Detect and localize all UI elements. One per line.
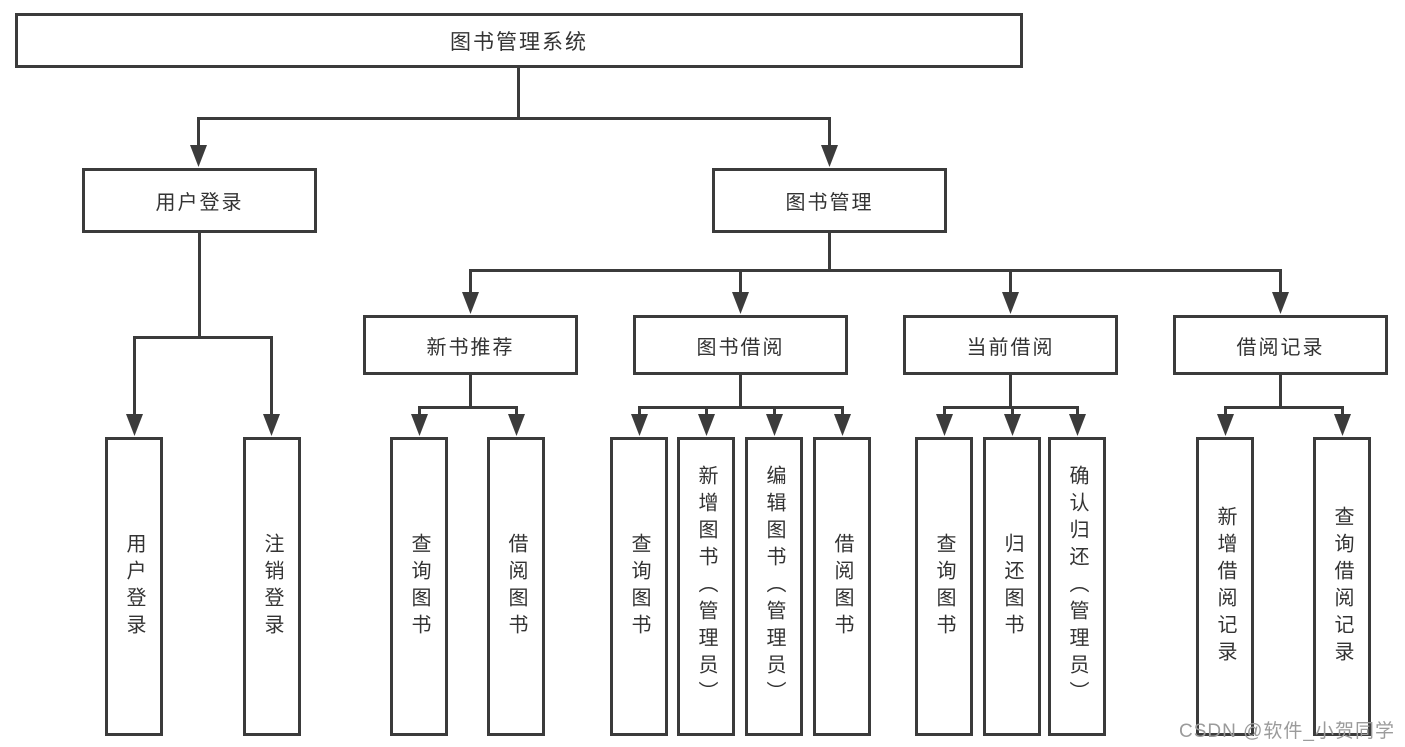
- leaf-current-query-label: 查询图书: [933, 532, 955, 641]
- leaf-current-query: 查询图书: [915, 437, 973, 736]
- node-user-login: 用户登录: [82, 168, 317, 233]
- leaf-records-query: 查询借阅记录: [1313, 437, 1371, 736]
- leaf-records-query-label: 查询借阅记录: [1331, 505, 1353, 668]
- leaf-current-return: 归还图书: [983, 437, 1041, 736]
- leaf-borrow-query-label: 查询图书: [628, 532, 650, 641]
- node-root: 图书管理系统: [15, 13, 1023, 68]
- leaf-newbooks-borrow-label: 借阅图书: [505, 532, 527, 641]
- leaf-borrow-add-admin: 新增图书（管理员）: [677, 437, 735, 736]
- leaf-borrow-borrow-label: 借阅图书: [831, 532, 853, 641]
- node-book-management: 图书管理: [712, 168, 947, 233]
- leaf-newbooks-query: 查询图书: [390, 437, 448, 736]
- node-root-label: 图书管理系统: [450, 30, 588, 54]
- leaf-newbooks-query-label: 查询图书: [408, 532, 430, 641]
- node-borrow-records: 借阅记录: [1173, 315, 1388, 375]
- node-user-login-label: 用户登录: [155, 192, 244, 214]
- leaf-newbooks-borrow: 借阅图书: [487, 437, 545, 736]
- leaf-user-login-label: 用户登录: [123, 532, 145, 641]
- node-new-book-recommend-label: 新书推荐: [426, 336, 515, 359]
- csdn-watermark: CSDN @软件_小贺同学: [1179, 721, 1395, 742]
- node-book-borrow-label: 图书借阅: [696, 336, 785, 359]
- leaf-logout: 注销登录: [243, 437, 301, 736]
- leaf-records-add: 新增借阅记录: [1196, 437, 1254, 736]
- leaf-records-add-label: 新增借阅记录: [1214, 505, 1236, 668]
- leaf-current-return-label: 归还图书: [1001, 532, 1023, 641]
- node-book-management-label: 图书管理: [785, 192, 874, 214]
- node-book-borrow: 图书借阅: [633, 315, 848, 375]
- node-current-borrow: 当前借阅: [903, 315, 1118, 375]
- leaf-current-confirm-admin-label: 确认归还（管理员）: [1066, 465, 1088, 708]
- leaf-current-confirm-admin: 确认归还（管理员）: [1048, 437, 1106, 736]
- leaf-borrow-borrow: 借阅图书: [813, 437, 871, 736]
- node-current-borrow-label: 当前借阅: [966, 336, 1055, 359]
- node-borrow-records-label: 借阅记录: [1236, 336, 1325, 359]
- leaf-logout-label: 注销登录: [261, 532, 283, 641]
- node-new-book-recommend: 新书推荐: [363, 315, 578, 375]
- leaf-borrow-edit-admin: 编辑图书（管理员）: [745, 437, 803, 736]
- leaf-borrow-edit-admin-label: 编辑图书（管理员）: [763, 465, 785, 708]
- leaf-borrow-add-admin-label: 新增图书（管理员）: [695, 465, 717, 708]
- leaf-borrow-query: 查询图书: [610, 437, 668, 736]
- leaf-user-login: 用户登录: [105, 437, 163, 736]
